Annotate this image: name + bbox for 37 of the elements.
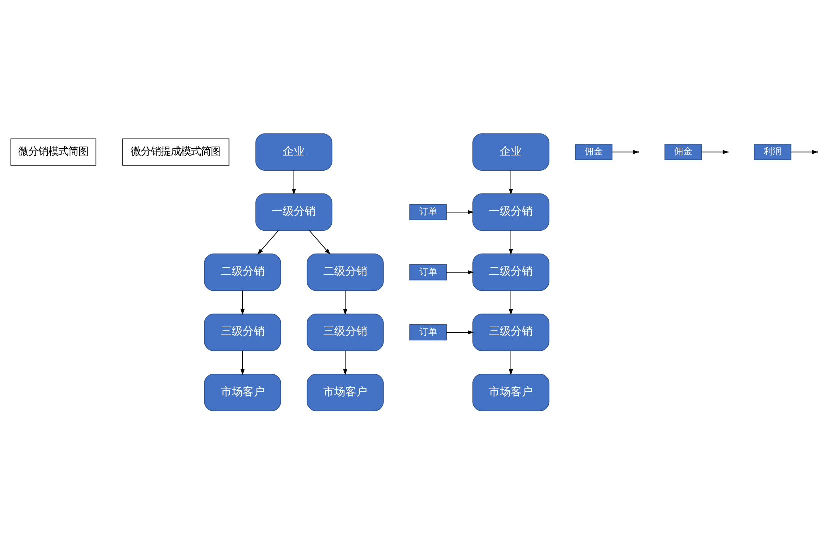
node-box: 企业	[472, 133, 550, 170]
arrow	[240, 290, 245, 315]
node-box: 三级分销	[306, 313, 384, 351]
node-box: 佣金	[664, 144, 702, 160]
node-box: 订单	[410, 324, 447, 340]
node-box: 一级分销	[256, 193, 333, 231]
arrow	[309, 230, 331, 254]
arrow	[240, 350, 245, 375]
arrow	[343, 350, 348, 375]
node-box: 微分销提成模式简图	[122, 138, 230, 166]
arrow	[258, 230, 280, 254]
arrow	[702, 150, 729, 154]
node-box: 一级分销	[472, 193, 550, 231]
arrow	[791, 150, 818, 154]
node-box: 利润	[754, 144, 792, 160]
arrow	[343, 290, 348, 315]
node-box: 企业	[256, 133, 333, 170]
node-box: 微分销模式简图	[10, 138, 97, 166]
arrow	[446, 330, 474, 334]
arrow	[509, 290, 514, 315]
node-box: 三级分销	[472, 313, 550, 351]
node-box: 市场客户	[306, 374, 384, 411]
node-box: 二级分销	[472, 253, 550, 291]
node-box: 二级分销	[204, 253, 282, 291]
node-box: 市场客户	[472, 374, 550, 411]
arrow	[446, 270, 474, 274]
arrow	[509, 350, 514, 375]
node-box: 二级分销	[306, 253, 384, 291]
arrow	[509, 230, 514, 255]
arrow	[292, 170, 296, 194]
node-box: 订单	[410, 264, 447, 280]
arrow	[509, 170, 514, 194]
node-box: 订单	[410, 204, 447, 220]
node-box: 佣金	[575, 144, 613, 160]
node-box: 市场客户	[204, 374, 282, 411]
node-box: 三级分销	[204, 313, 282, 351]
arrow	[446, 210, 474, 214]
